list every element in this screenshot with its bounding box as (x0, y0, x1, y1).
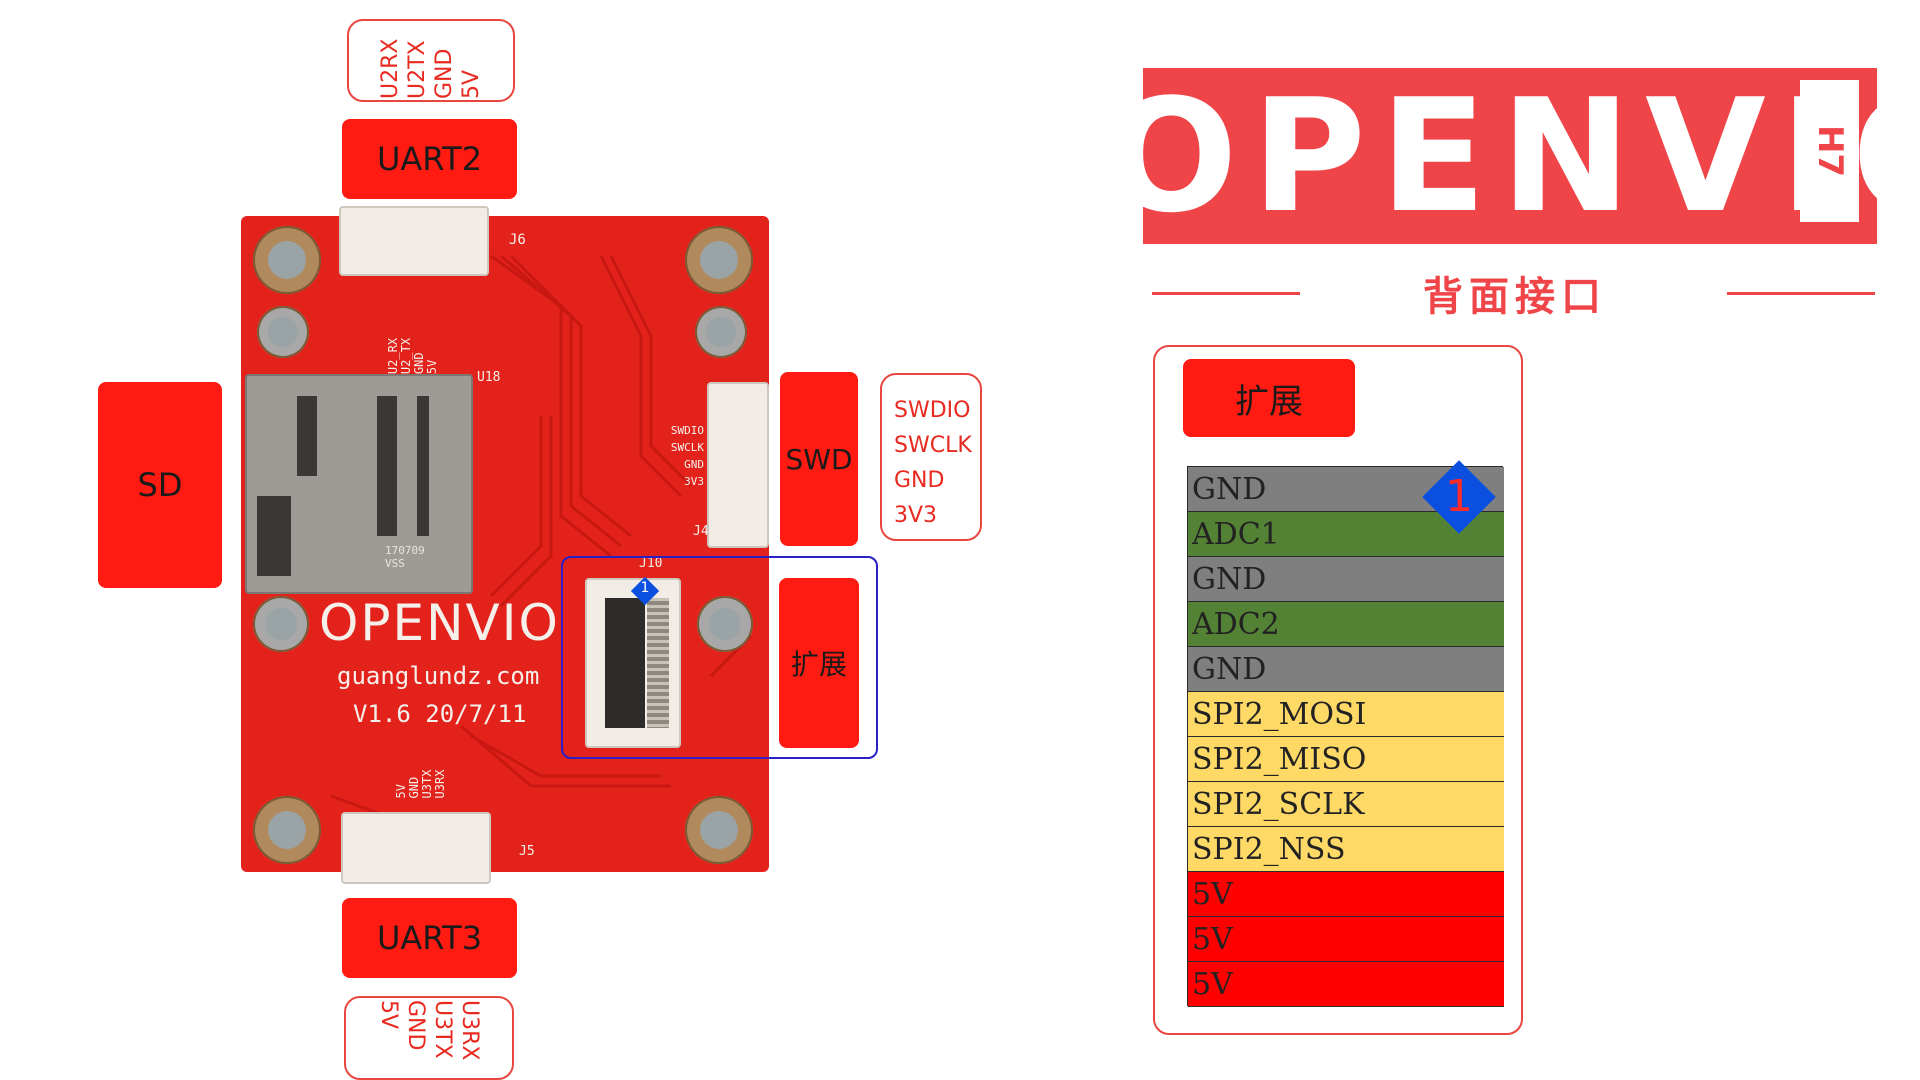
subtitle: 背面接口 (1423, 274, 1607, 320)
pcb-board: J6 U2_RX U2_TX GND 5V 170709 VSS U18 SWD… (241, 206, 769, 884)
mounting-hole (253, 796, 321, 864)
j6-ref: J6 (509, 232, 526, 248)
swd-silk-pin: SWCLK (670, 441, 704, 454)
logo-sub-box: H7 (1800, 80, 1859, 222)
uart3-pin: U3RX (457, 1000, 482, 1061)
pinout-row: GND (1188, 557, 1504, 602)
j6-connector (339, 206, 489, 276)
j4-connector (707, 382, 769, 548)
j4-ref: J4 (693, 524, 709, 539)
swd-pin: GND (894, 468, 945, 493)
uart2-pin: GND (432, 48, 457, 99)
table-pin1-marker-text: 1 (1445, 471, 1473, 522)
pinout-row: SPI2_MOSI (1188, 692, 1504, 737)
u18-ref: U18 (477, 370, 501, 385)
table-pin1-marker-icon: 1 (1419, 457, 1499, 537)
j6-silk-pin: 5V (425, 359, 439, 375)
pinout-table: GND ADC1 GND ADC2 GND SPI2_MOSI SPI2_MIS… (1187, 466, 1504, 1007)
swd-pin: SWCLK (894, 433, 972, 458)
mounting-hole (695, 306, 747, 358)
swd-pin: SWDIO (894, 398, 971, 423)
pinout-row: 5V (1188, 872, 1504, 917)
expansion-pinout-panel: 扩展 GND ADC1 GND ADC2 GND SPI2_MOSI SPI2_… (1153, 345, 1523, 1035)
pinout-row: SPI2_SCLK (1188, 782, 1504, 827)
uart3-pin: GND (403, 1000, 428, 1051)
uart2-pin: U2RX (378, 38, 403, 99)
pin1-marker-text: 1 (640, 580, 650, 596)
swd-pin-list: SWDIO SWCLK GND 3V3 (880, 373, 982, 541)
logo-text: OPENVIO (1143, 68, 1877, 244)
pin1-marker-icon: 1 (630, 576, 660, 606)
j5-silk: 5V GND U3TX U3RX (391, 756, 451, 812)
pinout-row: ADC2 (1188, 602, 1504, 647)
swd-label: SWD (780, 372, 858, 546)
swd-silk-pin: GND (684, 458, 704, 471)
uart3-pin: 5V (376, 1000, 401, 1030)
subtitle-line-right (1727, 292, 1875, 295)
swd-silk-pin: 3V3 (684, 475, 704, 488)
j10-ref: J10 (639, 556, 663, 571)
logo-sub: H7 (1809, 124, 1850, 178)
logo-banner: OPENVIO H7 (1143, 68, 1877, 244)
pinout-panel-title: 扩展 (1183, 359, 1355, 437)
pinout-row: SPI2_MISO (1188, 737, 1504, 782)
swd-silk-pin: SWDIO (670, 424, 704, 437)
uart2-label: UART2 (342, 119, 517, 199)
uart3-pin-list: U3RX U3TX GND 5V (344, 996, 514, 1080)
expansion-highlight-box (561, 556, 878, 759)
mounting-hole (685, 226, 753, 294)
uart3-pin: U3TX (430, 1000, 455, 1059)
mounting-hole (257, 306, 309, 358)
sd-label: SD (98, 382, 222, 588)
sd-socket-print: 170709 VSS (385, 544, 425, 570)
swd-pin: 3V3 (894, 503, 938, 528)
pcb-url-silk: guanglundz.com (337, 662, 540, 690)
pcb-version-silk: V1.6 20/7/11 (353, 700, 527, 728)
uart2-pin: U2TX (405, 39, 430, 99)
uart3-label: UART3 (342, 898, 517, 978)
mounting-hole (253, 596, 309, 652)
uart2-pin: 5V (459, 69, 484, 99)
mounting-hole (697, 596, 753, 652)
mounting-hole (253, 226, 321, 294)
pinout-row: 5V (1188, 917, 1504, 962)
pcb-brand-silk: OPENVIO (319, 594, 560, 652)
j5-ref: J5 (519, 844, 535, 859)
expansion-label: 扩展 (779, 578, 859, 748)
j5-silk-pin: U3RX (433, 769, 447, 799)
j10-connector (585, 578, 681, 748)
j5-connector (341, 812, 491, 884)
pinout-row: SPI2_NSS (1188, 827, 1504, 872)
pinout-row: GND (1188, 647, 1504, 692)
uart2-pin-list: U2RX U2TX GND 5V (347, 19, 515, 102)
sd-card-socket: 170709 VSS (245, 374, 473, 594)
pinout-row: 5V (1188, 962, 1504, 1007)
mounting-hole (685, 796, 753, 864)
swd-silk: SWDIO SWCLK GND 3V3 (634, 422, 704, 490)
subtitle-line-left (1152, 292, 1300, 295)
